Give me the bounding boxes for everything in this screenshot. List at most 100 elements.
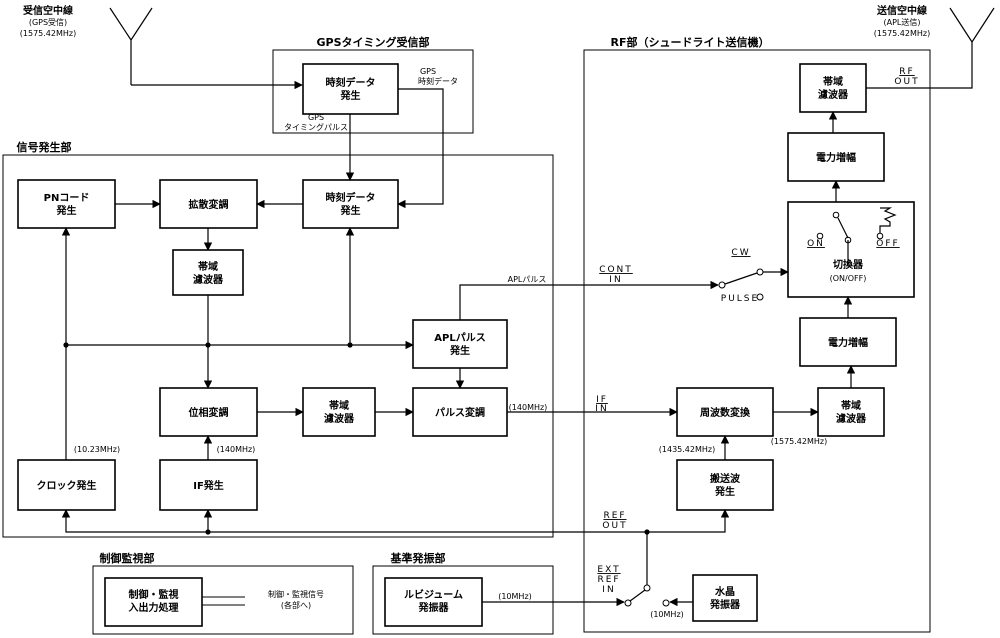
- crystal-text-1: 水晶: [714, 585, 735, 598]
- tx-antenna-icon: [949, 7, 995, 44]
- gps-data-label-2: 時刻データ: [418, 76, 458, 86]
- gps-section: [272, 49, 474, 134]
- gps-pulse-label-1: GPS: [308, 113, 324, 122]
- bpf2-text-1: 帯域: [329, 399, 349, 412]
- bus-node-1: [63, 342, 69, 348]
- ext-in-label: IN: [602, 585, 615, 595]
- tx-antenna-freq: (1575.42MHz): [874, 29, 930, 38]
- rf-bpf-low-text-1: 帯域: [841, 399, 861, 412]
- sig-time-data-text-2: 発生: [340, 204, 361, 217]
- rf-out-label-2: OUT: [894, 77, 919, 87]
- rx-antenna-sub: (GPS受信): [29, 17, 67, 27]
- bus-node-2: [205, 342, 211, 348]
- ref-to-carrier-line: [647, 509, 730, 533]
- cw-pulse-switch-icon: [718, 267, 789, 301]
- bpf1-text-1: 帯域: [198, 260, 218, 273]
- apl-pulse-line: [459, 280, 719, 320]
- ctrl-text-2: 入出力処理: [129, 601, 179, 614]
- ref-bus-node: [205, 529, 211, 535]
- gps-time-data-text-2: 発生: [340, 89, 361, 102]
- control-section-title: 制御監視部: [100, 551, 155, 565]
- freq-10a-label: (10MHz): [498, 592, 532, 601]
- rf-section: [583, 49, 931, 633]
- rf-bpf-top-block: [799, 63, 867, 113]
- pn-code-text-1: PNコード: [44, 192, 90, 204]
- rx-antenna-label: 受信空中線: [23, 4, 73, 17]
- rf-amp-low-text: 電力増幅: [828, 336, 868, 349]
- tx-antenna-label: 送信空中線: [876, 4, 927, 17]
- carrier-text-2: 発生: [714, 485, 735, 498]
- freq-1575-label: (1575.42MHz): [771, 437, 827, 446]
- if-gen-block: [159, 459, 258, 511]
- rf-out-line: [866, 42, 973, 89]
- rf-bpf-low-block: [817, 387, 885, 437]
- freq-conv-block: [676, 387, 774, 437]
- clock-block: [17, 459, 116, 511]
- rf-bpf-low-text-2: 濾波器: [836, 412, 867, 425]
- gps-data-label-1: GPS: [420, 67, 436, 76]
- tx-antenna-sub: (APL送信): [884, 17, 921, 27]
- cw-label: CW: [731, 248, 750, 258]
- rubidium-block: [384, 577, 483, 627]
- bpf1-text-2: 濾波器: [193, 273, 224, 286]
- off-label: OFF: [876, 239, 899, 249]
- ext-ref-label: REF: [597, 575, 620, 585]
- ref-section: [372, 565, 554, 635]
- freq-1435-label: (1435.42MHz): [659, 445, 715, 454]
- if-gen-text: IF発生: [193, 479, 224, 492]
- bpf2-text-2: 濾波器: [324, 412, 355, 425]
- control-section: [92, 565, 354, 635]
- spread-mod-text: 拡散変調: [189, 198, 229, 211]
- ref-out-to-clock-line: [61, 509, 647, 533]
- gps-pulse-label-2: タイミングパルス: [284, 122, 348, 132]
- gps-time-data-block: [302, 63, 399, 115]
- bus-node-3: [347, 342, 353, 348]
- switch-text-2: (ON/OFF): [830, 274, 867, 283]
- rx-antenna-freq: (1575.42MHz): [20, 29, 76, 38]
- cont-label: CONT: [599, 265, 633, 275]
- on-label: ON: [807, 239, 825, 249]
- signal-section-title: 信号発生部: [17, 140, 72, 154]
- freq-conv-text: 周波数変換: [700, 406, 751, 419]
- rubidium-text-1: ルビジューム: [404, 588, 463, 601]
- freq-10b-label: (10MHz): [650, 610, 684, 619]
- rubidium-text-2: 発振器: [418, 601, 450, 614]
- rf-amp-low-block: [799, 317, 897, 367]
- on-off-switch-icon: [816, 207, 897, 265]
- gps-time-data-text-1: 時刻データ: [326, 76, 376, 89]
- crystal-block: [692, 574, 758, 622]
- apl-pulse-block: [412, 319, 508, 369]
- ctrl-text-1: 制御・監視: [129, 588, 179, 601]
- ctrl-signal-label-2: (各部へ): [281, 600, 311, 610]
- bpf2-block: [302, 387, 376, 437]
- crystal-text-2: 発振器: [709, 598, 741, 611]
- ext-label: EXT: [597, 565, 620, 575]
- sig-time-data-text-1: 時刻データ: [326, 191, 376, 204]
- ctrl-signal-label-1: 制御・監視信号: [268, 589, 324, 599]
- ref-out-label-2: OUT: [602, 521, 627, 531]
- freq-1023-label: (10.23MHz): [74, 445, 120, 454]
- clock-text: クロック発生: [37, 479, 97, 492]
- gps-data-line: [397, 88, 444, 209]
- apl-pulse-label: APLパルス: [508, 275, 547, 284]
- apl-pulse-text-1: APLパルス: [434, 332, 485, 344]
- rf-section-title: RF部（シュードライト送信機）: [611, 35, 770, 49]
- ext-ref-switch-icon: [624, 584, 670, 607]
- pn-code-block: [17, 179, 116, 229]
- carrier-block: [676, 459, 774, 511]
- pn-code-text-2: 発生: [56, 204, 77, 217]
- rf-amp-top-block: [787, 132, 885, 182]
- rf-amp-top-text: 電力増幅: [816, 151, 856, 164]
- carrier-text-1: 搬送波: [710, 472, 741, 485]
- gps-section-title: GPSタイミング受信部: [316, 35, 429, 49]
- cont-in-label: IN: [609, 275, 622, 285]
- switch-block: [787, 201, 915, 298]
- ctrl-block: [104, 577, 203, 627]
- if-label: IF: [596, 395, 608, 405]
- apl-pulse-text-2: 発生: [449, 344, 470, 357]
- signal-section: [2, 154, 554, 538]
- phase-mod-text: 位相変調: [189, 406, 229, 419]
- freq-140b-label: (140MHz): [509, 403, 548, 412]
- freq-140a-label: (140MHz): [217, 445, 256, 454]
